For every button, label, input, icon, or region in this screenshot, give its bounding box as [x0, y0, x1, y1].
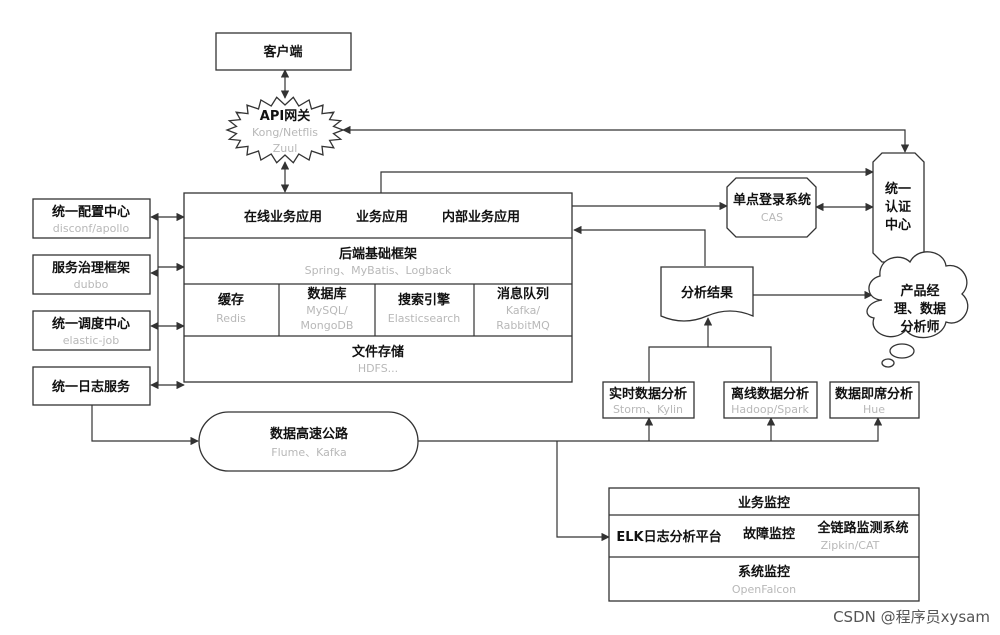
- log-service-box: 统一日志服务: [32, 366, 151, 406]
- trace-sub: Zipkin/CAT: [821, 539, 880, 552]
- client-title: 客户端: [263, 44, 302, 60]
- adhoc-analysis-box: 数据即席分析 Hue: [829, 381, 920, 419]
- trace-title: 全链路监测系统: [816, 520, 908, 536]
- online-app-label: 在线业务应用: [244, 209, 322, 225]
- message-queue-sub-2: RabbitMQ: [496, 319, 550, 332]
- auth-line-3: 中心: [885, 217, 911, 233]
- service-governance-title: 服务治理框架: [52, 260, 130, 276]
- business-monitor-title: 业务监控: [738, 495, 790, 511]
- system-monitor-title: 系统监控: [738, 564, 790, 580]
- fault-monitor-title: 故障监控: [743, 526, 795, 542]
- gateway-sub-1: Kong/Netflis: [252, 126, 318, 139]
- analyst-line-1: 产品经: [900, 283, 939, 299]
- data-highway-title: 数据高速公路: [270, 426, 349, 442]
- analyst-line-3: 分析师: [900, 319, 939, 335]
- offline-analysis-box: 离线数据分析 Hadoop/Spark: [723, 381, 818, 419]
- message-queue-sub-1: Kafka/: [506, 304, 541, 317]
- realtime-analysis-title: 实时数据分析: [609, 386, 687, 402]
- config-center-sub: disconf/apollo: [53, 222, 130, 235]
- adhoc-analysis-sub: Hue: [863, 403, 885, 416]
- file-storage-title: 文件存储: [352, 344, 404, 360]
- message-queue-title: 消息队列: [497, 286, 549, 302]
- log-service-title: 统一日志服务: [52, 379, 131, 395]
- realtime-analysis-sub: Storm、Kylin: [613, 403, 683, 416]
- backend-framework-sub: Spring、MyBatis、Logback: [305, 264, 452, 277]
- gateway-sub-2: Zuul: [273, 142, 298, 155]
- analyst-line-2: 理、数据: [894, 301, 946, 317]
- backend-framework-title: 后端基础框架: [339, 246, 417, 262]
- database-sub-1: MySQL/: [306, 304, 348, 317]
- auth-line-1: 统一: [885, 181, 911, 197]
- database-title: 数据库: [307, 286, 346, 302]
- sso-title: 单点登录系统: [733, 192, 811, 208]
- csdn-watermark: CSDN @程序员xysam: [833, 608, 990, 626]
- service-governance-sub: dubbo: [74, 278, 109, 291]
- analysis-result-doc: 分析结果: [660, 266, 754, 322]
- scheduler-center-box: 统一调度中心 elastic-job: [32, 310, 151, 351]
- scheduler-center-sub: elastic-job: [63, 334, 119, 347]
- search-engine-sub: Elasticsearch: [388, 312, 460, 325]
- analysis-result-title: 分析结果: [681, 285, 733, 301]
- search-engine-title: 搜索引擎: [398, 292, 450, 308]
- offline-analysis-title: 离线数据分析: [731, 386, 809, 402]
- monitoring-block: 业务监控 ELK日志分析平台 故障监控 全链路监测系统 Zipkin/CAT 系…: [608, 487, 920, 602]
- sso-sub: CAS: [761, 211, 783, 224]
- realtime-analysis-box: 实时数据分析 Storm、Kylin: [602, 381, 695, 419]
- config-center-title: 统一配置中心: [52, 204, 130, 220]
- elk-title: ELK日志分析平台: [616, 529, 721, 545]
- internal-app-label: 内部业务应用: [442, 209, 520, 225]
- gateway-title: API网关: [260, 108, 310, 124]
- cache-sub: Redis: [216, 312, 246, 325]
- analyst-cloud: 产品经 理、数据 分析师: [866, 251, 969, 368]
- auth-line-2: 认证: [885, 199, 911, 215]
- system-monitor-sub: OpenFalcon: [732, 583, 796, 596]
- auth-center-box: 统一 认证 中心: [872, 152, 925, 263]
- cache-title: 缓存: [218, 292, 244, 308]
- sso-box: 单点登录系统 CAS: [726, 177, 817, 238]
- data-highway-sub: Flume、Kafka: [271, 446, 346, 459]
- data-highway: 数据高速公路 Flume、Kafka: [198, 411, 419, 472]
- adhoc-analysis-title: 数据即席分析: [835, 386, 913, 402]
- api-gateway-burst: API网关 Kong/Netflis Zuul: [225, 96, 345, 164]
- service-governance-box: 服务治理框架 dubbo: [32, 254, 151, 295]
- connectors: [91, 69, 910, 542]
- scheduler-center-title: 统一调度中心: [52, 316, 130, 332]
- business-app-label: 业务应用: [356, 209, 408, 225]
- file-storage-sub: HDFS...: [358, 362, 398, 375]
- config-center-box: 统一配置中心 disconf/apollo: [32, 198, 151, 239]
- application-stack: 在线业务应用 业务应用 内部业务应用 后端基础框架 Spring、MyBatis…: [183, 192, 573, 383]
- client-box: 客户端: [215, 32, 352, 71]
- offline-analysis-sub: Hadoop/Spark: [731, 403, 809, 416]
- database-sub-2: MongoDB: [301, 319, 354, 332]
